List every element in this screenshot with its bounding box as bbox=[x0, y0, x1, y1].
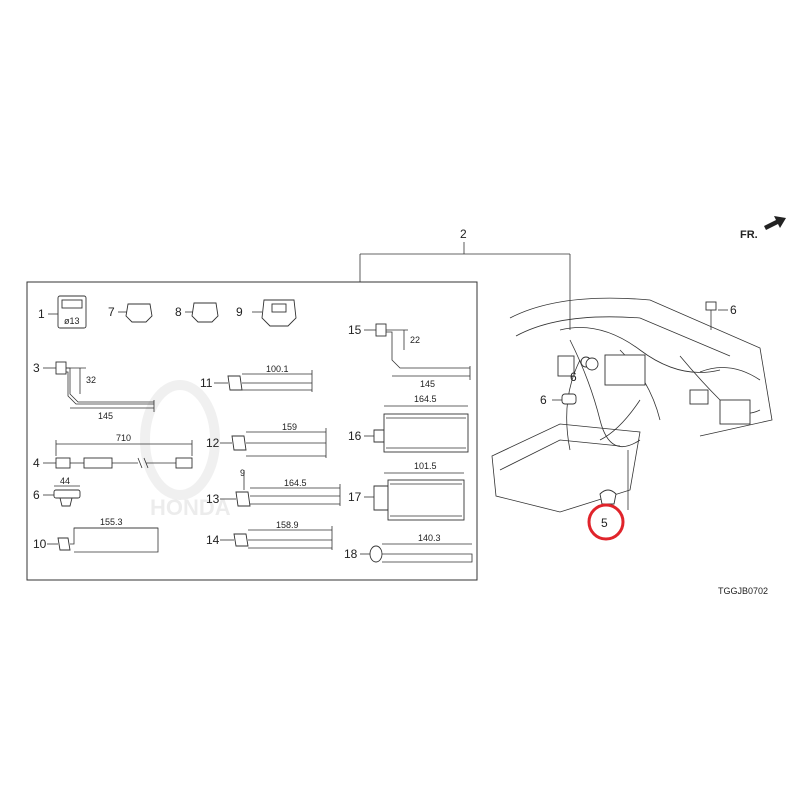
part-19[interactable]: 18 140.3 bbox=[344, 533, 473, 563]
dim-p17: 164.5 bbox=[414, 394, 437, 404]
dim-p3-h: 32 bbox=[86, 375, 96, 385]
callout-14: 13 bbox=[206, 492, 220, 506]
part-6-top[interactable]: 6 bbox=[705, 301, 737, 330]
callout-8: 7 bbox=[108, 305, 115, 319]
callout-6-top: 6 bbox=[730, 303, 737, 317]
dim-p14-h: 9 bbox=[240, 468, 245, 478]
part-13[interactable]: 12 159 bbox=[206, 422, 327, 458]
callout-15: 14 bbox=[206, 533, 220, 547]
part-4[interactable]: 4 710 bbox=[33, 433, 193, 470]
dim-p3-w: 145 bbox=[98, 411, 113, 421]
callout-17: 16 bbox=[348, 429, 362, 443]
highlight-circle bbox=[587, 503, 625, 541]
callout-11: 10 bbox=[33, 537, 47, 551]
part-12[interactable]: 11 100.1 bbox=[200, 364, 313, 392]
dim-p4: 710 bbox=[116, 433, 131, 443]
dim-p1: ø13 bbox=[64, 316, 80, 326]
callout-12: 11 bbox=[200, 376, 213, 390]
dim-p16-h: 22 bbox=[410, 335, 420, 345]
part-16[interactable]: 15 22 145 bbox=[348, 323, 471, 389]
callout-6-lower: 6 bbox=[540, 393, 547, 407]
dim-p15: 158.9 bbox=[276, 520, 299, 530]
callout-18: 17 bbox=[348, 490, 362, 504]
honda-watermark: HONDA bbox=[140, 380, 231, 520]
callout-7-label: 6 bbox=[33, 488, 40, 502]
part-7[interactable]: 9 6 44 bbox=[33, 476, 81, 507]
part-18[interactable]: 17 101.5 bbox=[348, 461, 465, 521]
dim-p18: 101.5 bbox=[414, 461, 437, 471]
dim-p13: 159 bbox=[282, 422, 297, 432]
callout-4: 4 bbox=[33, 456, 40, 470]
part-9[interactable]: 8 bbox=[175, 302, 219, 323]
part-6-middle[interactable]: 6 bbox=[570, 357, 599, 384]
callout-9: 8 bbox=[175, 305, 182, 319]
dim-p16-w: 145 bbox=[420, 379, 435, 389]
part-14[interactable]: 13 9 164.5 bbox=[206, 468, 341, 507]
part-11[interactable]: 10 155.3 bbox=[33, 517, 159, 553]
part-1[interactable]: 1 ø13 bbox=[38, 295, 87, 329]
part-5[interactable]: 5 bbox=[587, 489, 625, 541]
dim-p11: 155.3 bbox=[100, 517, 123, 527]
direction-label: FR. bbox=[740, 229, 758, 241]
dim-p7: 44 bbox=[60, 476, 70, 486]
dim-p14-w: 164.5 bbox=[284, 478, 307, 488]
part-10[interactable]: 9 bbox=[236, 299, 297, 327]
front-direction-indicator: FR. bbox=[740, 216, 786, 241]
part-15[interactable]: 14 158.9 bbox=[206, 520, 333, 550]
callout-13: 12 bbox=[206, 436, 220, 450]
part-17[interactable]: 16 164.5 bbox=[348, 394, 469, 453]
dashboard-harness-illustration bbox=[491, 297, 773, 513]
parts-kit-frame bbox=[26, 281, 478, 581]
part-6-lower[interactable]: 6 bbox=[540, 393, 577, 407]
dim-p12: 100.1 bbox=[266, 364, 289, 374]
callout-1: 1 bbox=[38, 307, 45, 321]
callout-10: 9 bbox=[236, 305, 243, 319]
callout-6-middle: 6 bbox=[570, 370, 577, 384]
diagram-code: TGGJB0702 bbox=[718, 586, 768, 596]
callout-2-group: 2 bbox=[359, 227, 571, 330]
callout-16: 15 bbox=[348, 323, 362, 337]
callout-5: 5 bbox=[601, 516, 608, 530]
dim-p19: 140.3 bbox=[418, 533, 441, 543]
callout-3: 3 bbox=[33, 361, 40, 375]
watermark-text: HONDA bbox=[150, 495, 231, 520]
arrow-right-icon bbox=[764, 216, 786, 230]
part-8[interactable]: 7 bbox=[108, 303, 153, 323]
callout-2: 2 bbox=[460, 227, 467, 241]
part-3[interactable]: 3 32 145 bbox=[33, 361, 155, 421]
callout-19: 18 bbox=[344, 547, 358, 561]
